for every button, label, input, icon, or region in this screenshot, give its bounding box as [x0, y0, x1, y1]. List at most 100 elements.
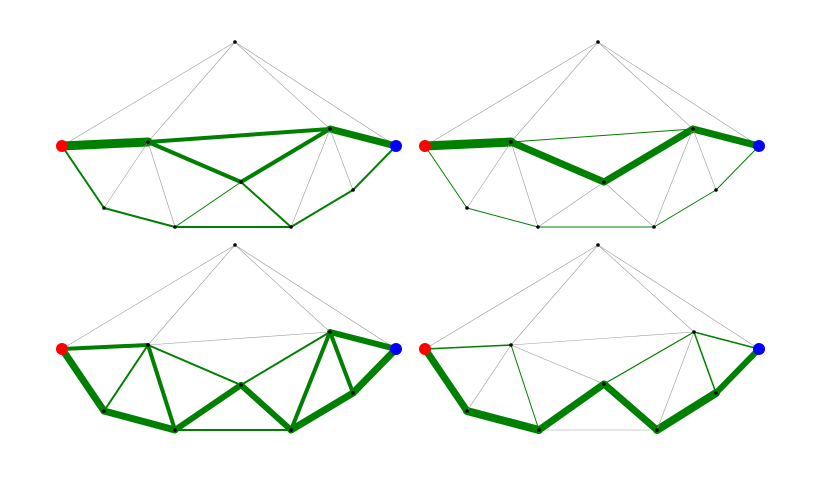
edge-center-lower-right-2: [240, 181, 292, 228]
edge-top-source: [61, 244, 236, 350]
node-lower-right-1: [351, 391, 355, 395]
edge-upper-left-upper-right: [510, 331, 695, 346]
edge-lower-left-1-lower-left-2: [103, 207, 176, 228]
edge-source-lower-left-1: [424, 145, 468, 209]
edge-top-sink: [234, 244, 397, 350]
edge-upper-left-lower-left-2: [510, 141, 539, 228]
node-upper-right: [692, 330, 696, 334]
node-lower-right-1: [714, 391, 718, 395]
edge-lower-right-1-sink: [713, 346, 762, 396]
sink-node: [753, 343, 765, 355]
edge-center-lower-left-2: [174, 181, 242, 228]
edge-source-upper-left: [424, 344, 512, 350]
node-lower-left-2: [173, 428, 177, 432]
edge-center-lower-right-2: [600, 380, 661, 434]
edge-center-upper-right: [240, 331, 331, 386]
edge-top-upper-left: [147, 244, 236, 346]
edge-top-source: [61, 41, 236, 147]
edge-lower-right-2-lower-right-1: [653, 189, 717, 228]
sink-node: [753, 140, 765, 152]
edge-top-sink: [234, 41, 397, 147]
edge-top-upper-right: [597, 41, 694, 130]
edge-upper-right-lower-right-1: [329, 128, 354, 191]
node-lower-right-2: [289, 225, 293, 229]
edge-upper-right-lower-right-2: [289, 330, 332, 432]
node-upper-left: [146, 140, 150, 144]
edge-top-source: [424, 244, 599, 350]
node-upper-left: [509, 343, 513, 347]
edge-upper-left-center: [510, 344, 605, 385]
source-node: [56, 140, 68, 152]
node-lower-right-1: [351, 188, 355, 192]
node-top: [596, 40, 600, 44]
node-upper-left: [146, 343, 150, 347]
edge-upper-left-upper-right: [510, 128, 694, 143]
node-lower-left-2: [537, 428, 541, 432]
node-center: [602, 180, 606, 184]
edge-center-lower-left-2: [535, 380, 608, 434]
node-center: [239, 180, 243, 184]
edge-upper-right-sink: [326, 125, 400, 150]
edge-upper-left-lower-left-1: [466, 344, 512, 412]
edge-source-lower-left-1: [421, 345, 471, 415]
edge-top-upper-right: [234, 244, 331, 333]
node-upper-right: [328, 330, 332, 334]
node-lower-left-1: [102, 409, 106, 413]
panel-top-left: [56, 40, 402, 229]
sink-node: [390, 343, 402, 355]
source-node: [419, 140, 431, 152]
node-lower-right-2: [289, 428, 293, 432]
edge-upper-left-lower-left-2: [510, 344, 540, 431]
panel-bottom-right: [419, 243, 765, 434]
node-lower-left-1: [102, 206, 106, 210]
edge-upper-left-center: [507, 138, 608, 186]
edge-lower-left-1-lower-left-2: [463, 407, 543, 434]
edge-lower-right-1-sink: [352, 145, 397, 191]
edge-upper-right-lower-right-1: [693, 331, 717, 394]
edge-lower-left-1-lower-left-2: [100, 407, 179, 434]
node-top: [233, 243, 237, 247]
edge-upper-right-lower-right-1: [692, 128, 717, 191]
edge-center-lower-right-2: [238, 382, 294, 433]
node-top: [233, 40, 237, 44]
edge-source-upper-left: [57, 137, 153, 151]
edge-center-upper-right: [600, 125, 697, 186]
edge-center-upper-right: [239, 127, 332, 184]
edge-upper-right-lower-right-2: [656, 331, 695, 431]
edge-lower-left-1-lower-left-2: [466, 207, 539, 228]
edge-source-lower-left-1: [58, 345, 108, 415]
edge-source-lower-left-1: [61, 145, 105, 209]
edge-upper-right-lower-right-2: [290, 128, 331, 228]
sink-node: [390, 140, 402, 152]
edge-upper-left-lower-left-1: [103, 141, 149, 209]
node-top: [596, 243, 600, 247]
edge-upper-left-upper-right: [146, 127, 332, 144]
edge-upper-left-lower-left-2: [146, 343, 177, 432]
edge-center-lower-left-2: [537, 181, 605, 228]
edge-lower-right-2-lower-right-1: [287, 389, 357, 434]
edge-top-upper-right: [234, 41, 331, 130]
edge-top-sink: [597, 41, 760, 147]
edge-center-lower-right-2: [603, 181, 655, 228]
edge-upper-left-lower-left-1: [466, 141, 512, 209]
edge-upper-left-upper-right: [147, 331, 331, 346]
node-upper-right: [328, 127, 332, 131]
node-lower-right-2: [655, 428, 659, 432]
edge-upper-right-lower-right-1: [328, 330, 355, 395]
edge-upper-right-sink: [689, 125, 763, 150]
edge-upper-left-lower-left-2: [147, 141, 176, 228]
panel-bottom-left: [56, 243, 402, 434]
edge-lower-right-1-sink: [715, 145, 760, 191]
edge-upper-left-center: [146, 140, 243, 184]
edge-upper-left-lower-left-1: [103, 344, 149, 412]
edge-upper-right-lower-right-2: [653, 128, 694, 228]
source-node: [56, 343, 68, 355]
node-lower-left-1: [465, 206, 469, 210]
node-upper-right: [691, 127, 695, 131]
edge-top-upper-right: [597, 244, 695, 333]
edge-top-sink: [597, 244, 760, 350]
node-center: [602, 382, 606, 386]
edge-lower-right-2-lower-right-1: [290, 189, 354, 228]
edge-top-upper-left: [510, 244, 599, 346]
